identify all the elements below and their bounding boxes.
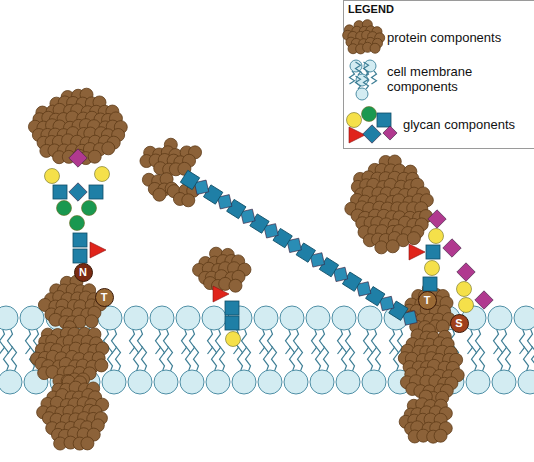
protein-component xyxy=(30,321,108,388)
phospholipid xyxy=(306,306,330,354)
phospholipid xyxy=(206,346,230,394)
phospholipid xyxy=(492,346,516,394)
glycan-diamond xyxy=(363,125,381,143)
amino-acid-letter: N xyxy=(79,267,87,278)
amino-acid-circle: N xyxy=(74,263,93,282)
amino-acid-letter: S xyxy=(455,318,462,329)
phospholipid xyxy=(356,62,369,86)
glycan-icons xyxy=(347,107,398,144)
phospholipid xyxy=(362,346,386,394)
glycan-circle xyxy=(429,229,444,244)
phospholipid xyxy=(128,346,152,394)
legend-heading: LEGEND xyxy=(348,3,394,16)
phospholipid xyxy=(310,346,334,394)
phospholipid xyxy=(180,346,204,394)
lipid-icon xyxy=(350,60,377,100)
amino-acid-letter: T xyxy=(424,295,431,306)
phospholipid xyxy=(358,306,382,354)
legend-box xyxy=(343,1,534,149)
glycan-circle xyxy=(347,113,362,128)
glycan-circle xyxy=(362,107,377,122)
glycan-square xyxy=(377,113,391,127)
glycan-circle xyxy=(70,216,85,231)
phospholipid xyxy=(154,346,178,394)
amino-acid-letter: T xyxy=(101,292,108,303)
protein-component xyxy=(37,375,109,450)
glycan-circle xyxy=(82,201,97,216)
glycan-circle xyxy=(457,282,472,297)
phospholipid xyxy=(232,346,256,394)
protein-component xyxy=(345,155,434,254)
glycan-triangle xyxy=(213,286,229,302)
phospholipid xyxy=(254,306,278,354)
glycan-triangle xyxy=(90,242,106,258)
glycan-circle xyxy=(45,169,60,184)
glycan-square xyxy=(180,170,199,189)
glycans xyxy=(45,149,494,347)
glycan-diamond xyxy=(69,149,87,167)
protein-component xyxy=(140,138,202,176)
legend-text: protein components xyxy=(387,31,501,46)
glycan-diamond xyxy=(383,126,397,140)
glycan-circle xyxy=(57,201,72,216)
protein-component xyxy=(343,20,385,54)
phospholipid xyxy=(356,76,369,100)
phospholipid xyxy=(280,306,304,354)
lipid-bilayer xyxy=(0,306,534,394)
phospholipid xyxy=(150,306,174,354)
glycan-diamond xyxy=(428,210,446,228)
glycan-diamond xyxy=(443,239,461,257)
protein-component xyxy=(398,324,464,405)
phospholipid xyxy=(0,306,18,354)
phospholipid xyxy=(332,306,356,354)
phospholipid xyxy=(284,346,308,394)
glycan-diamond xyxy=(457,263,475,281)
glycan-square xyxy=(89,185,103,199)
phospholipid xyxy=(0,346,22,394)
protein-component xyxy=(193,247,251,292)
glycan-square xyxy=(225,301,239,315)
glycan-square xyxy=(73,249,87,263)
phospholipid xyxy=(466,346,490,394)
amino-acid-circle: S xyxy=(450,314,469,333)
glycan-square xyxy=(426,245,440,259)
phospholipid xyxy=(124,306,148,354)
phospholipid xyxy=(518,346,534,394)
glycan-circle xyxy=(226,332,241,347)
phospholipid xyxy=(202,306,226,354)
glycan-square xyxy=(73,233,87,247)
glycan-triangle xyxy=(349,127,365,143)
glycan-circle xyxy=(459,298,474,313)
glycan-circle xyxy=(425,261,440,276)
phospholipid xyxy=(176,306,200,354)
legend-text: glycan components xyxy=(403,118,515,133)
amino-acid-circle: T xyxy=(95,288,114,307)
glycan-diamond xyxy=(475,291,493,309)
glycan-triangle xyxy=(409,244,425,260)
glycan-square xyxy=(225,316,239,330)
legend-text: cell membrane components xyxy=(387,65,528,95)
glycan-square xyxy=(423,277,437,291)
phospholipid xyxy=(258,346,282,394)
amino-acid-circle: T xyxy=(418,291,437,310)
glycan-circle xyxy=(95,167,110,182)
glycan-diamond xyxy=(69,183,87,201)
protein-component xyxy=(167,184,199,207)
phospholipid xyxy=(336,346,360,394)
phospholipid xyxy=(488,306,512,354)
protein-component xyxy=(399,390,452,443)
glycan-square xyxy=(53,185,67,199)
